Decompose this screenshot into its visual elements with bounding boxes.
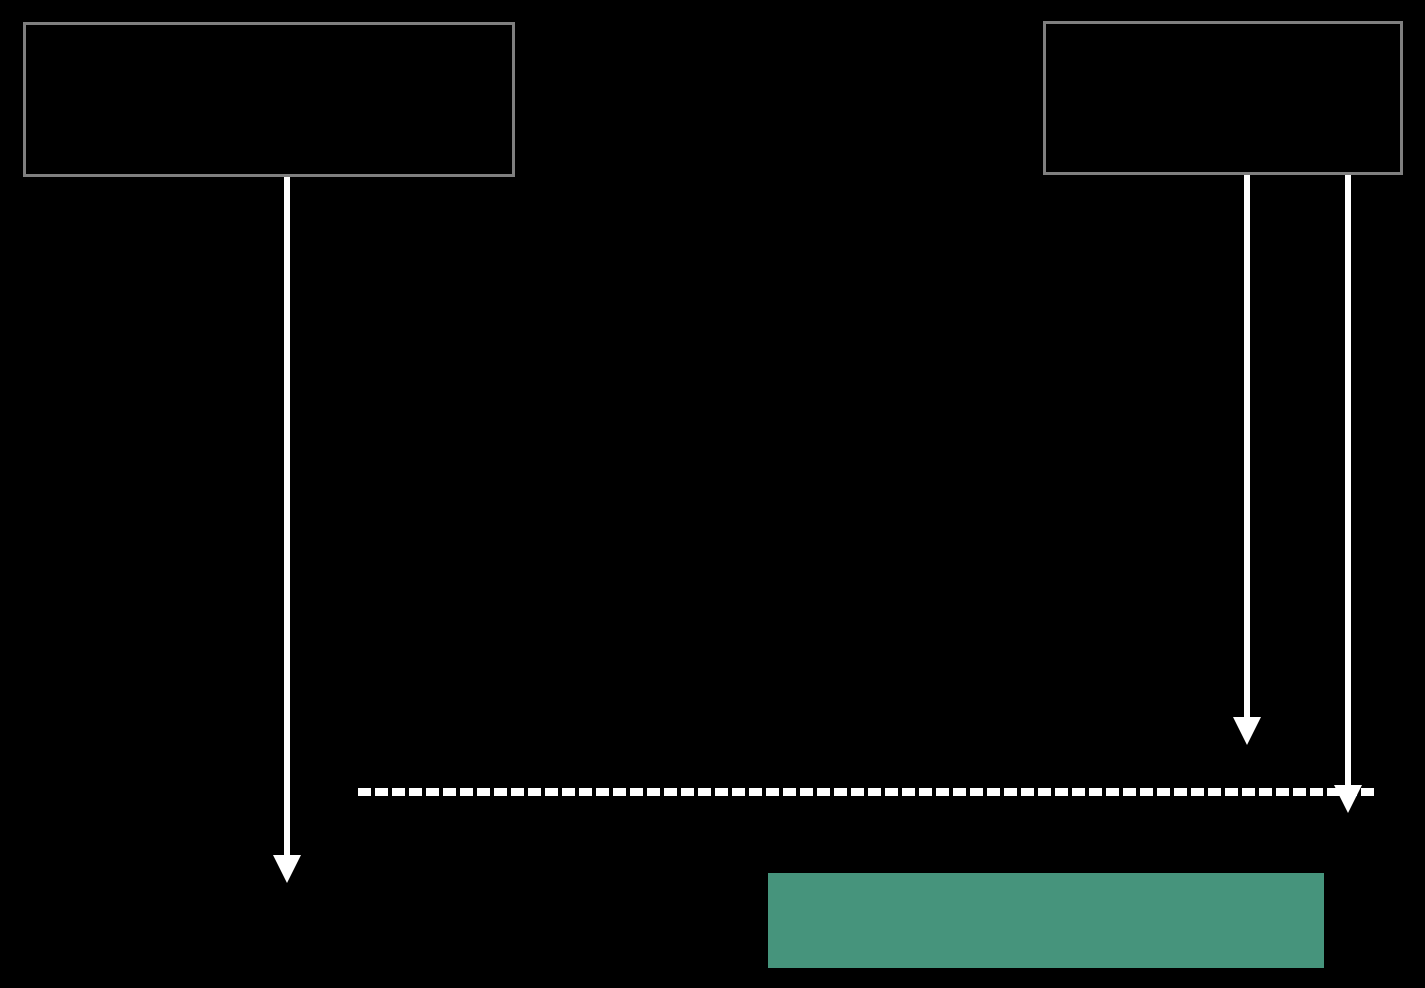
top-right-box [1043, 21, 1403, 175]
left-long-arrow [273, 177, 301, 883]
top-left-box [23, 22, 515, 177]
highlight-bar [768, 873, 1324, 968]
arrow-head-down-icon [1233, 717, 1261, 745]
dashed-separator-line [358, 788, 1377, 796]
right-long-arrow [1334, 175, 1362, 813]
arrow-shaft [1345, 175, 1351, 789]
right-short-arrow [1233, 175, 1261, 745]
arrow-shaft [1244, 175, 1250, 721]
arrow-head-down-icon [273, 855, 301, 883]
arrow-shaft [284, 177, 290, 859]
